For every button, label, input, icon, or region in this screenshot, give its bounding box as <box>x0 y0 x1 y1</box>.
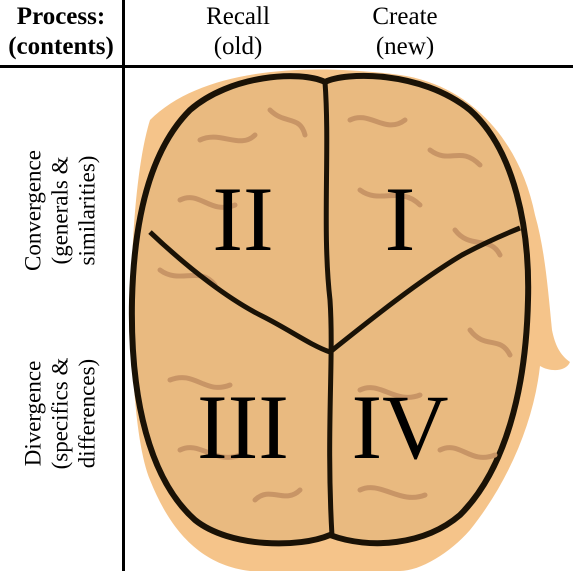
corner-label-line1: Process: <box>16 3 106 30</box>
process-contents-label: Process: (contents) <box>0 2 122 62</box>
column-header-create: Create (new) <box>345 2 465 62</box>
left-lateral-fissure <box>148 230 331 355</box>
central-fissure <box>322 81 335 537</box>
quadrant-iv-label: IV <box>351 376 448 478</box>
quadrant-i-label: I <box>385 168 416 270</box>
right-lateral-fissure <box>328 225 521 354</box>
quadrant-iii-label: III <box>197 376 289 478</box>
row-header-line2: (specifics & <box>47 357 73 470</box>
header-divider <box>0 65 573 68</box>
row-header-divergence: Divergence (specifics & differences) <box>20 299 101 529</box>
column-header-line1: Recall <box>206 3 270 30</box>
row-header-line1: Divergence <box>20 360 46 467</box>
column-header-recall: Recall (old) <box>178 2 298 62</box>
quadrant-ii-label: II <box>212 168 273 270</box>
brain-folds <box>157 107 513 503</box>
row-header-convergence: Convergence (generals & similarities) <box>20 96 101 326</box>
column-header-line2: (old) <box>213 33 263 60</box>
row-header-line2: (generals & <box>47 156 73 265</box>
column-header-line1: Create <box>372 3 438 30</box>
row-header-line3: similarities) <box>74 155 100 266</box>
column-header-line2: (new) <box>375 33 435 60</box>
corner-label-line2: (contents) <box>8 33 114 60</box>
row-header-line3: differences) <box>74 358 100 469</box>
row-header-divider <box>122 0 125 571</box>
row-header-line1: Convergence <box>20 150 46 271</box>
